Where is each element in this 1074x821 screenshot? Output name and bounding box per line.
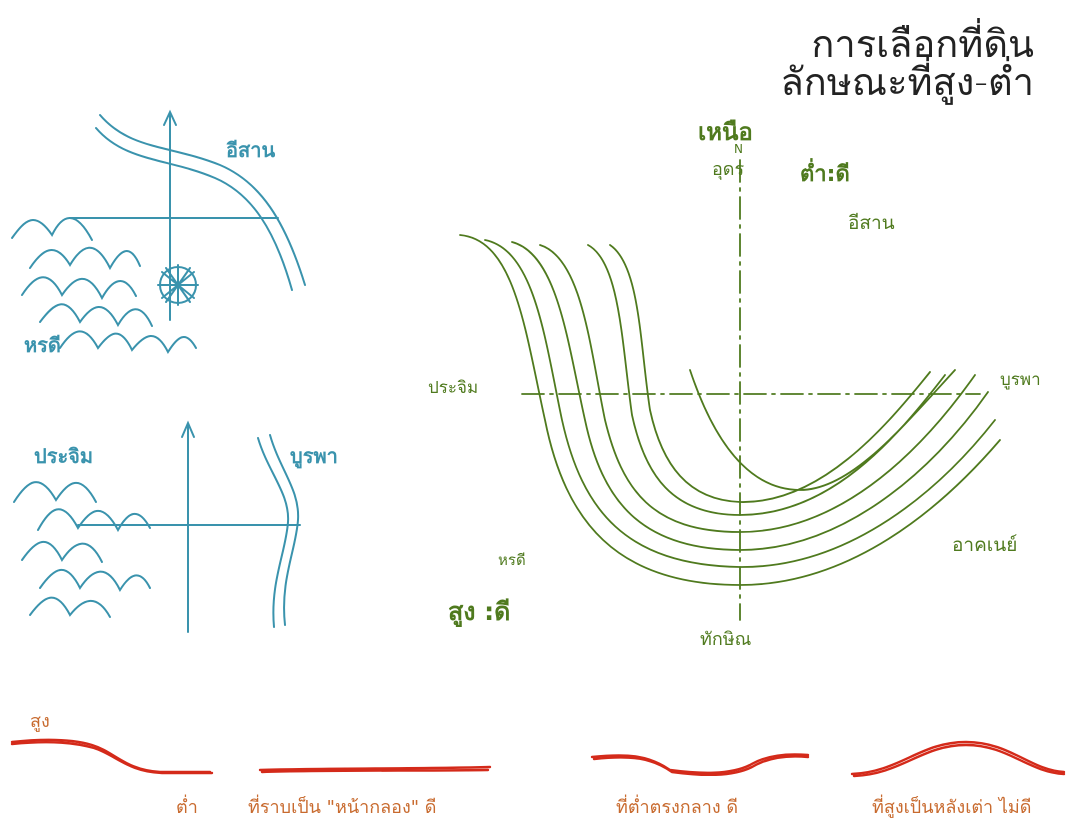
caption-turtle-back: ที่สูงเป็นหลังเต่า ไม่ดี (872, 797, 1032, 818)
label-low-good: ต่ำ:ดี (800, 162, 850, 187)
label-high-good: สูง :ดี (448, 597, 511, 626)
label-east-map: บูรพา (1000, 370, 1041, 390)
label-west-bottom-left: ประจิม (34, 444, 94, 468)
caption-low-center: ที่ต่ำตรงกลาง ดี (616, 797, 739, 818)
sketch-bottom-left (13, 420, 301, 633)
elevation-profiles (10, 738, 1066, 778)
label-northeast-top-left: อีสาน (226, 138, 276, 162)
label-southeast-map: อาคเนย์ (952, 534, 1018, 556)
title-line-2: ลักษณะที่สูง-ต่ำ (780, 60, 1034, 104)
label-north-thai: เหนือ (698, 118, 753, 146)
label-east-bottom-left: บูรพา (290, 444, 338, 468)
label-south-map: ทักษิณ (700, 629, 752, 650)
label-southwest-map: หรดี (498, 551, 526, 569)
label-low-profile: ต่ำ (176, 797, 198, 818)
sketch-top-left (11, 109, 306, 355)
label-northeast-map: อีสาน (848, 212, 895, 234)
contour-map (459, 159, 1001, 621)
label-n: N (734, 142, 743, 156)
label-west-map: ประจิม (428, 378, 479, 398)
label-north-direction: อุดร (712, 159, 745, 180)
label-high-profile: สูง (30, 711, 50, 732)
caption-flat: ที่ราบเป็น "หน้ากลอง" ดี (248, 797, 437, 818)
title-line-1: การเลือกที่ดิน (811, 22, 1034, 66)
label-southwest-top-left: หรดี (24, 333, 61, 357)
